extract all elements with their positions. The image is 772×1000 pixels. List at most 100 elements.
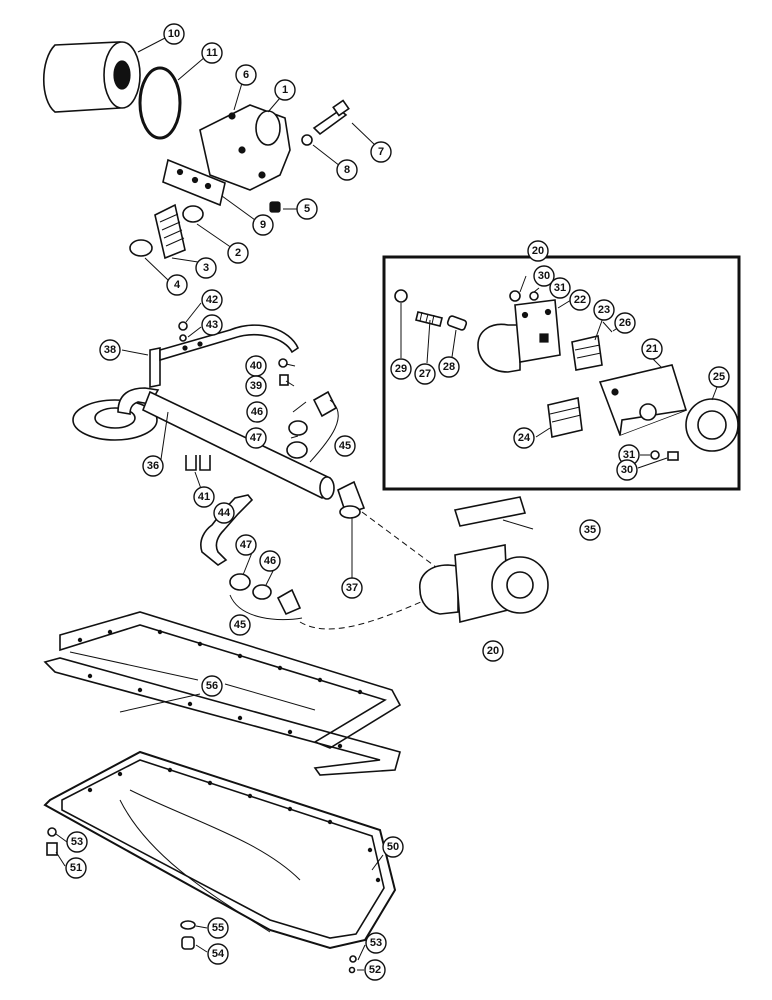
callout-1: 1 [274,79,296,101]
callout-55: 55 [207,917,229,939]
callout-45-upper: 45 [334,435,356,457]
callout-36: 36 [142,455,164,477]
svg-text:7: 7 [378,146,384,158]
washer-lower [650,450,660,460]
callout-46-lower: 46 [259,550,281,572]
callout-4: 4 [166,274,188,296]
callout-38: 38 [99,339,121,361]
pump-exploded-inset [382,255,741,491]
callout-37: 37 [341,577,363,599]
callout-22: 22 [569,289,591,311]
callout-40: 40 [245,355,267,377]
pump-cover [477,299,561,373]
svg-text:50: 50 [387,841,399,853]
relief-valve-plug [182,205,204,223]
svg-text:8: 8 [344,164,350,176]
filter-base [199,104,291,191]
svg-text:40: 40 [250,360,262,372]
bolt-head-top [509,290,521,302]
bracket-washer [179,334,187,342]
pump-spring [415,311,443,327]
svg-text:35: 35 [584,524,596,536]
svg-text:2: 2 [235,247,241,259]
svg-text:10: 10 [168,28,180,40]
pipe-plug [269,201,281,213]
svg-text:52: 52 [369,964,381,976]
pan-washer-2 [349,955,357,963]
svg-text:30: 30 [538,270,550,282]
callout-30-upper: 30 [533,265,555,287]
svg-text:36: 36 [147,460,159,472]
oil-line-tube [200,494,254,566]
driven-gear [571,335,603,371]
callout-45-lower: 45 [229,614,251,636]
svg-text:31: 31 [554,282,566,294]
svg-text:45: 45 [339,440,351,452]
callout-28: 28 [438,356,460,378]
assembled-oil-pump [419,496,549,624]
svg-text:27: 27 [419,368,431,380]
svg-text:26: 26 [619,317,631,329]
callout-20-pump: 20 [482,640,504,662]
pump-support-bracket [149,324,300,388]
svg-text:28: 28 [443,361,455,373]
callout-2: 2 [227,242,249,264]
pump-body [598,364,687,437]
callout-54: 54 [207,943,229,965]
pan-bolt [46,842,58,856]
callout-3: 3 [195,257,217,279]
dowel-pin [602,321,613,333]
callout-39: 39 [245,375,267,397]
svg-text:20: 20 [532,245,544,257]
svg-text:47: 47 [250,432,262,444]
fitting-group-upper [286,390,339,463]
callout-51: 51 [65,857,87,879]
callout-25: 25 [708,366,730,388]
callout-7: 7 [370,141,392,163]
lock-washer [301,134,313,146]
svg-text:30: 30 [621,464,633,476]
filter-gasket-ring [138,66,182,140]
callout-44: 44 [213,502,235,524]
callout-24: 24 [513,427,535,449]
relief-spring [154,203,186,260]
callout-41: 41 [193,486,215,508]
svg-text:56: 56 [206,680,218,692]
svg-text:24: 24 [518,432,531,444]
pan-washer [47,827,57,837]
svg-text:53: 53 [71,836,83,848]
washer-top [529,291,539,301]
callout-5: 5 [296,198,318,220]
oil-pan-gaskets [43,611,402,776]
svg-text:46: 46 [264,555,276,567]
pan-bolt-2 [348,966,356,974]
svg-text:46: 46 [251,406,263,418]
callout-35: 35 [579,519,601,541]
svg-text:11: 11 [206,47,218,59]
bolt-lower [667,451,679,461]
callout-30-lower: 30 [616,459,638,481]
svg-text:55: 55 [212,922,224,934]
suction-group-leaders [121,302,534,586]
suction-tube-screen [72,387,335,500]
pump-plunger [446,315,468,331]
svg-text:6: 6 [243,69,249,81]
svg-text:25: 25 [713,371,725,383]
svg-text:51: 51 [70,862,82,874]
filter-base-gasket [162,158,226,207]
svg-text:43: 43 [206,319,218,331]
callout-26: 26 [614,312,636,334]
callout-47-upper: 47 [245,427,267,449]
svg-text:44: 44 [218,507,231,519]
svg-text:39: 39 [250,380,262,392]
svg-text:41: 41 [198,491,210,503]
svg-text:4: 4 [174,279,181,291]
callout-20-inset: 20 [527,240,549,262]
callout-23: 23 [593,299,615,321]
expansion-plug [129,239,153,257]
assembly-line-upper [361,511,441,571]
top-group-leaders [137,37,377,281]
svg-text:22: 22 [574,294,586,306]
drive-gear [685,398,739,452]
